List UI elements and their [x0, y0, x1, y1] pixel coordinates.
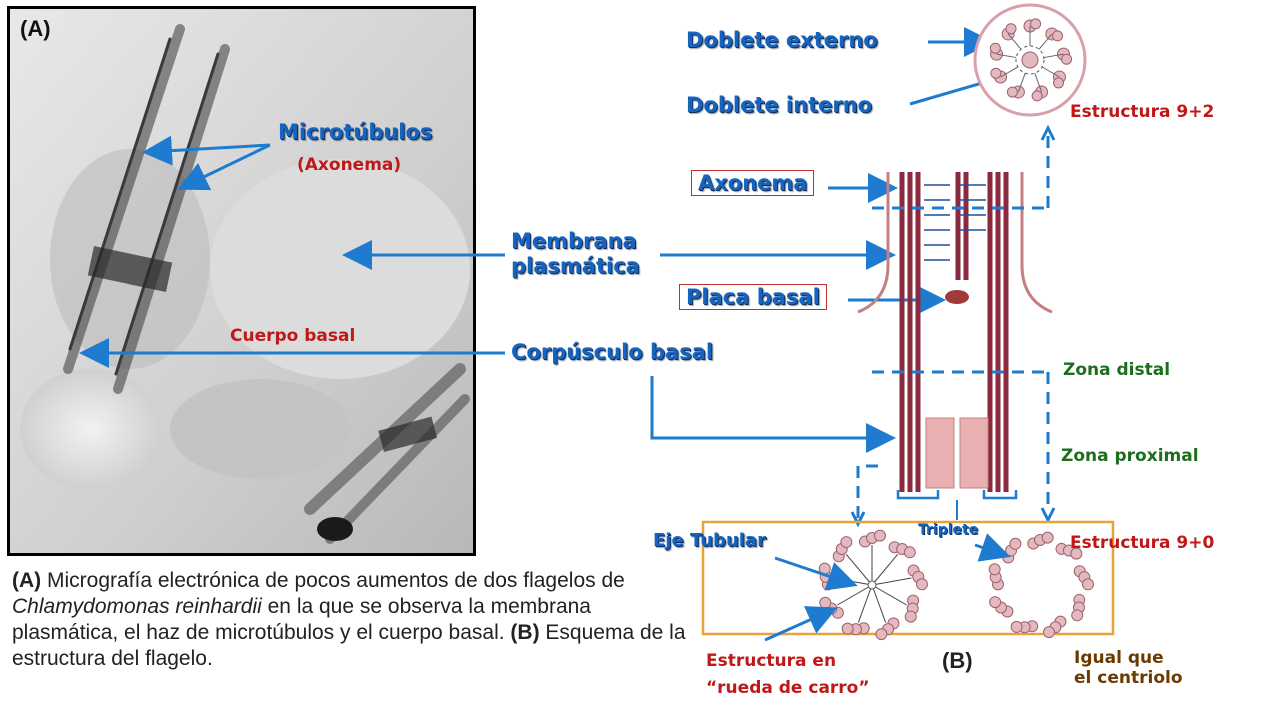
triplet-tubule	[903, 546, 916, 559]
triplet-tubule	[875, 628, 888, 641]
zona-proximal-label: Zona proximal	[1061, 446, 1199, 466]
radial-spoke	[1007, 33, 1022, 50]
radial-spoke	[1038, 33, 1053, 50]
membrana-line-1: Membrana	[511, 229, 637, 253]
panel-a-label: (A)	[20, 16, 51, 41]
triplet-tubule	[988, 563, 1001, 576]
cross-section-9-2	[973, 3, 1087, 117]
membrana-label: Membrana plasmática	[511, 229, 640, 279]
caption-text-3: Esquema de la estructura del flagelo.	[12, 621, 686, 670]
estructura-92-label: Estructura 9+2	[1070, 102, 1215, 122]
corpusculo-basal-label: Corpúsculo basal	[511, 340, 714, 364]
radial-spoke	[1000, 66, 1019, 78]
cartwheel-spoke	[845, 554, 873, 586]
arrow-eje-tubular	[774, 556, 858, 591]
radial-spoke	[1041, 66, 1060, 78]
cartwheel-spoke	[871, 584, 907, 606]
igual-centriolo-label: Igual que el centriolo	[1074, 648, 1183, 688]
triplet-tubule	[1081, 578, 1094, 591]
doublet-b	[1052, 30, 1064, 42]
axonema-label: Axonema	[691, 170, 815, 196]
triplet-tubule	[819, 596, 832, 609]
micrograph-image	[7, 6, 476, 556]
doublet-b	[1030, 18, 1042, 30]
figure-caption: (A) Micrografía electrónica de pocos aum…	[12, 568, 692, 672]
nine-zero-box	[701, 520, 1115, 636]
cuerpo-basal-label: Cuerpo basal	[230, 326, 356, 346]
rueda-de-carro-label: Estructura en “rueda de carro”	[706, 648, 870, 702]
doublet-b	[1031, 90, 1043, 102]
triplet-tubule	[873, 529, 886, 542]
doublet-b	[1053, 77, 1065, 89]
cartwheel-spoke	[871, 577, 912, 586]
triplet-tubule	[904, 610, 917, 623]
panel-b-label: (B)	[942, 648, 973, 673]
triplet-tubule	[840, 536, 853, 549]
caption-a: (A)	[12, 569, 42, 592]
triplet-tubule	[989, 596, 1002, 609]
arrow-microtubulos-2	[177, 143, 271, 191]
doublet-b	[989, 42, 1001, 54]
zona-distal-label: Zona distal	[1063, 360, 1171, 380]
caption-species: Chlamydomonas reinhardii	[12, 595, 262, 618]
axonema-sub-label: (Axonema)	[297, 155, 402, 175]
caption-text-1: Micrografía electrónica de pocos aumento…	[41, 569, 625, 592]
doblete-externo-label: Doblete externo	[686, 28, 878, 52]
radial-spoke	[996, 53, 1017, 59]
triplet-tubule	[1041, 531, 1054, 544]
cartwheel-spoke	[857, 584, 873, 623]
dashed-guides	[856, 132, 1050, 518]
arrow-rueda	[764, 606, 838, 642]
estructura-90-label: Estructura 9+0	[1070, 533, 1215, 553]
eje-tubular-label: Eje Tubular	[653, 530, 766, 551]
placa-basal-label: Placa basal	[679, 284, 827, 310]
cartwheel-spoke	[837, 584, 873, 606]
arrow-corpusculo-right	[650, 376, 896, 453]
rueda-line-1: Estructura en	[706, 651, 837, 671]
microtubulos-label: Microtúbulos	[278, 120, 433, 144]
radial-spoke	[1043, 53, 1064, 59]
triplet-tubule	[1010, 620, 1023, 633]
radial-spoke	[1017, 72, 1026, 93]
igual-line-2: el centriolo	[1074, 668, 1183, 688]
doublet-b	[990, 67, 1002, 79]
cartwheel-spoke	[871, 584, 887, 623]
doublet-b	[1005, 23, 1017, 35]
cross-section-centriole	[988, 531, 1094, 639]
arrow-triplete	[974, 533, 1011, 562]
caption-b: (B)	[510, 621, 540, 644]
triplet-tubule	[915, 578, 928, 591]
membrana-line-2: plasmática	[511, 254, 640, 278]
rueda-line-2: “rueda de carro”	[706, 678, 870, 698]
igual-line-1: Igual que	[1074, 648, 1164, 668]
triplet-tubule	[1070, 547, 1083, 560]
triplet-tubule	[1043, 626, 1056, 639]
arrow-microtubulos-1	[142, 135, 271, 166]
doublet-b	[1006, 86, 1018, 98]
central-sheath	[1015, 45, 1045, 75]
cartwheel-spoke	[871, 554, 899, 586]
triplet-tubule	[841, 622, 854, 635]
cross-section-cartwheel	[818, 529, 928, 641]
doublet-b	[1061, 53, 1073, 65]
flagellum-body	[857, 172, 1053, 520]
caption-text-2: en la que se observa la membrana plasmát…	[12, 595, 591, 644]
triplet-tubule	[1071, 609, 1084, 622]
triplet-tubule	[1009, 537, 1022, 550]
doblete-interno-label: Doblete interno	[686, 93, 873, 117]
triplete-label: Triplete	[918, 522, 979, 538]
radial-spoke	[1034, 72, 1043, 93]
